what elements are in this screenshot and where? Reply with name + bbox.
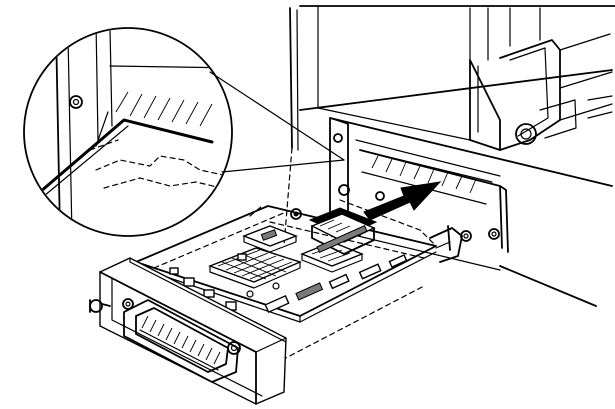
magnified-detail-circle <box>23 27 345 237</box>
card-main-chip <box>208 247 302 289</box>
printer-housing <box>289 5 615 187</box>
left-thumbscrew-icon <box>89 299 111 313</box>
card-small-components <box>169 253 408 314</box>
interface-card <box>89 147 472 405</box>
card-chip-left <box>242 225 298 253</box>
insertion-arrow-icon <box>363 181 442 221</box>
card-rear-connector <box>308 207 378 255</box>
card-parallel-connector <box>123 299 239 383</box>
card-rear-bracket <box>429 225 472 263</box>
